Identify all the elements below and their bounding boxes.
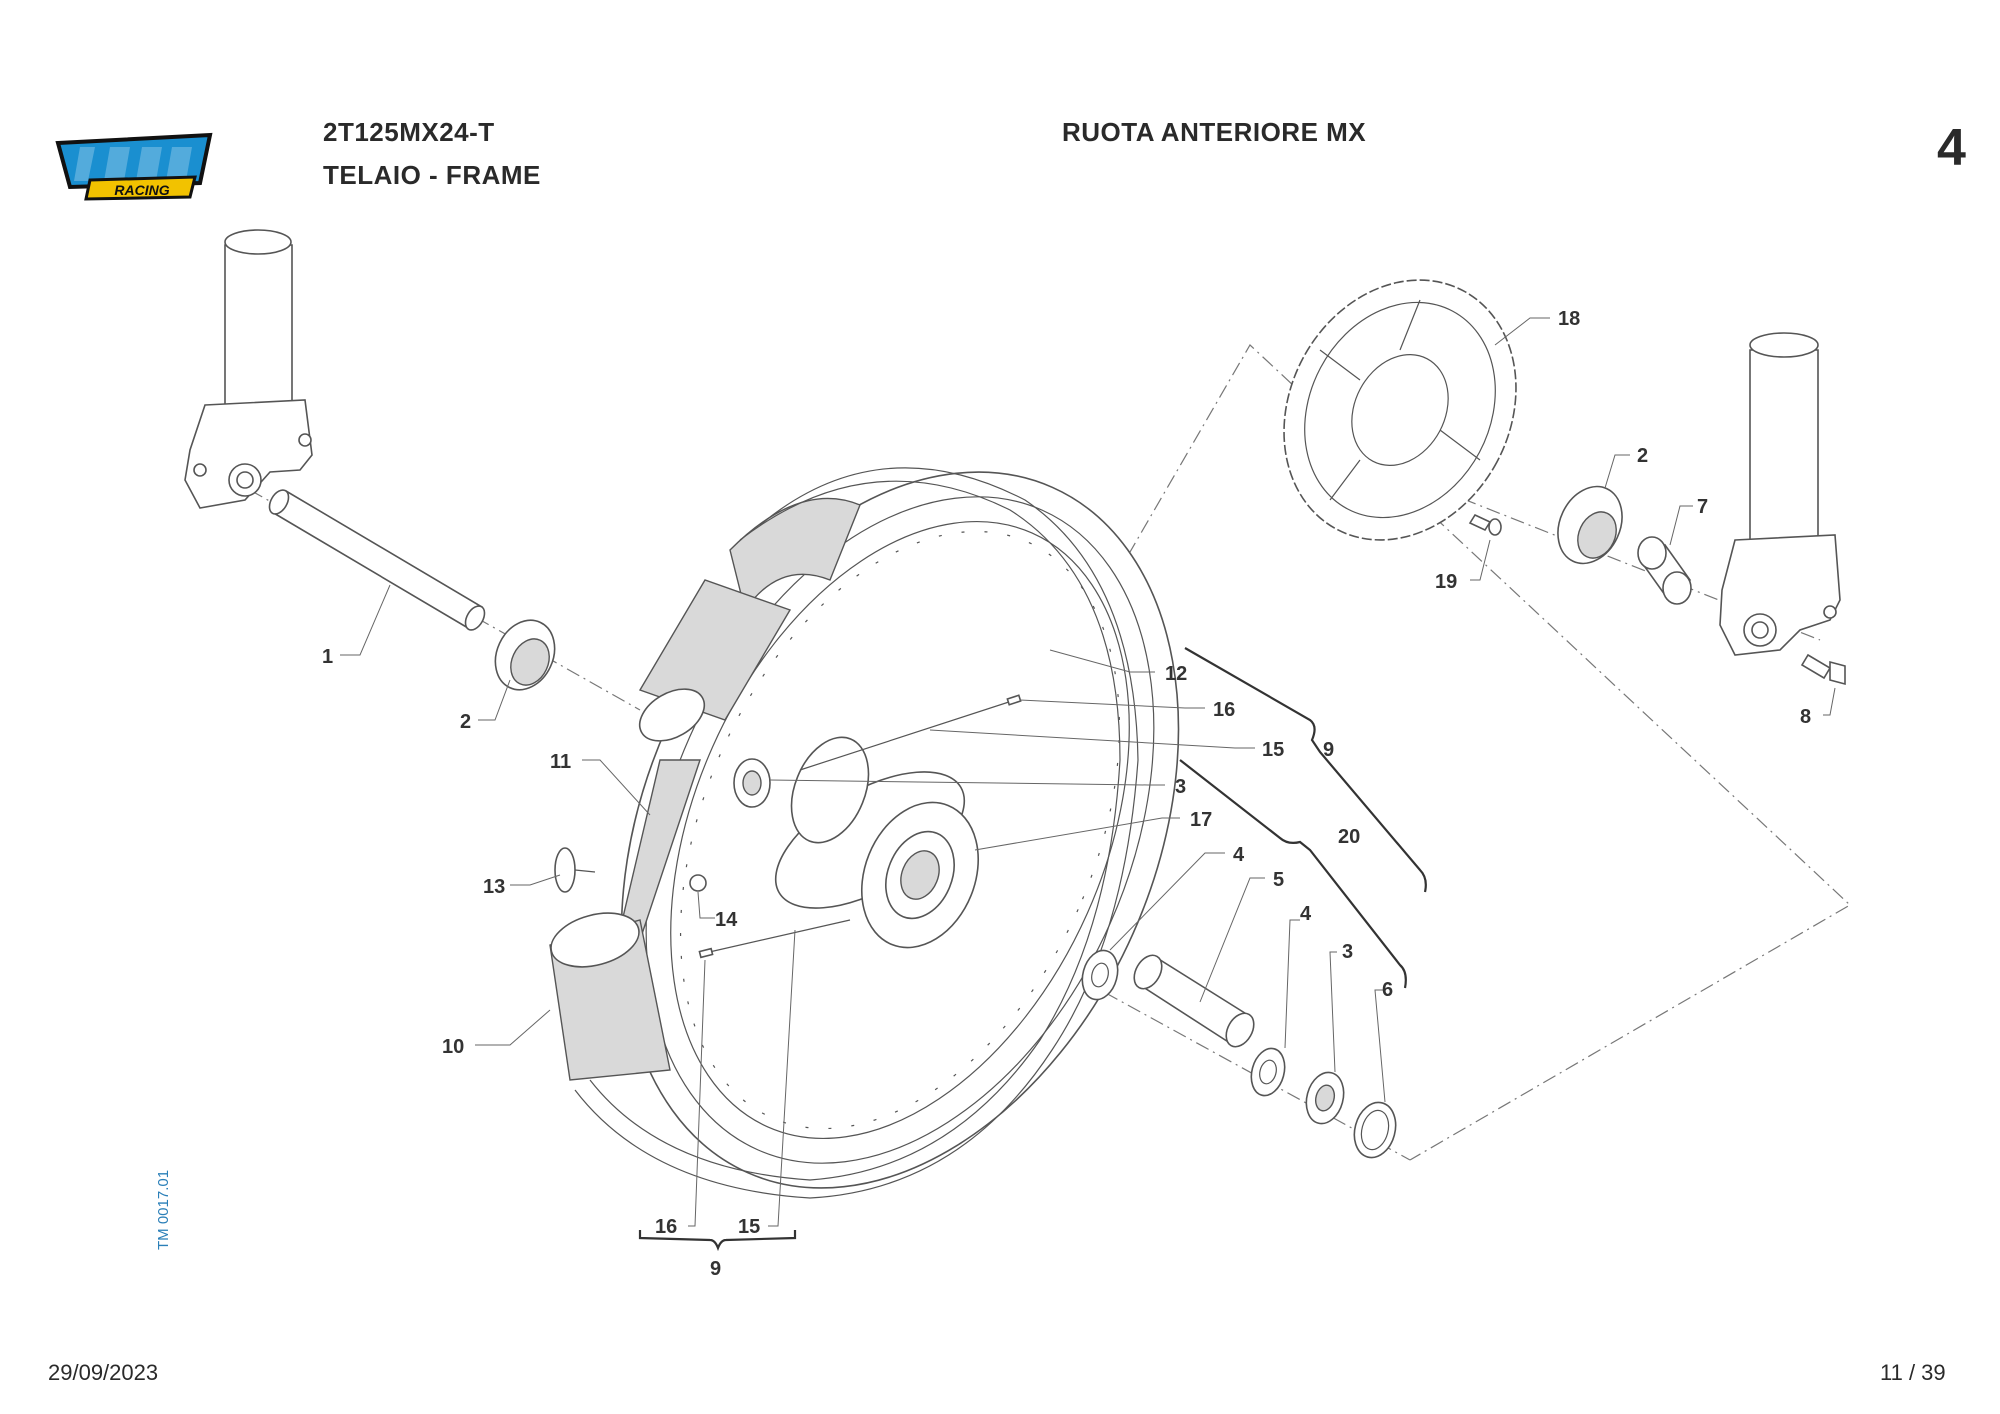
- callout-2-right: 2: [1637, 445, 1648, 467]
- spacer-left: [494, 619, 556, 691]
- callout-3-right: 3: [1342, 941, 1353, 963]
- table-number: 4: [1937, 119, 1967, 177]
- callout-9-lower: 9: [710, 1258, 721, 1280]
- pinch-bolt: [1800, 653, 1846, 686]
- inner-tube-upper: [638, 579, 792, 742]
- inner-tube-lower: [549, 912, 671, 1081]
- spacer-right: [1557, 485, 1623, 565]
- left-fork-leg: [184, 229, 313, 509]
- callout-14: 14: [715, 909, 738, 931]
- section-name: TELAIO - FRAME: [323, 160, 541, 190]
- model-code: 2T125MX24-T: [323, 117, 495, 147]
- spoke-nipple-upper: [799, 694, 1022, 771]
- spoke-nipple-lower: [698, 919, 851, 959]
- circlip: [1353, 1101, 1397, 1159]
- valve-nut: [689, 874, 707, 892]
- spacer-tube-5: [1133, 954, 1255, 1048]
- bush-7: [1637, 536, 1692, 605]
- callout-15-lower: 15: [738, 1216, 760, 1238]
- washer-4-right: [1250, 1047, 1286, 1097]
- callout-16-lower: 16: [655, 1216, 677, 1238]
- tm-racing-logo: RACING: [55, 132, 213, 201]
- callout-20: 20: [1338, 826, 1360, 848]
- callout-4-left: 4: [1233, 844, 1245, 866]
- callout-5: 5: [1273, 869, 1284, 891]
- callout-8: 8: [1800, 706, 1811, 728]
- disc-bolt: [1468, 513, 1502, 536]
- tyre-tread: [574, 467, 1139, 1199]
- callout-12: 12: [1165, 663, 1187, 685]
- callout-16-upper: 16: [1213, 699, 1235, 721]
- footer-date: 29/09/2023: [48, 1360, 159, 1385]
- logo-subtext: RACING: [114, 182, 169, 198]
- bearing-right: [1305, 1071, 1345, 1125]
- page-title: RUOTA ANTERIORE MX: [1062, 117, 1367, 147]
- callout-4-right: 4: [1300, 903, 1312, 925]
- callout-labels: 1 2 11 13 14 10 12 16 15 9 3 17 4 20 5 4…: [322, 308, 1811, 1280]
- callout-19: 19: [1435, 571, 1457, 593]
- washer-4: [1081, 949, 1119, 1001]
- brake-disc: [1283, 279, 1517, 541]
- callout-17: 17: [1190, 809, 1212, 831]
- callout-11: 11: [550, 751, 571, 773]
- leader-lines: [340, 317, 1836, 1227]
- valve: [554, 847, 596, 893]
- wheel-hub: [774, 736, 980, 949]
- page-counter: 11 / 39: [1880, 1360, 1946, 1385]
- callout-1: 1: [322, 646, 333, 668]
- callout-9-upper: 9: [1323, 739, 1334, 761]
- assembly-guide-lines: [249, 344, 1852, 1161]
- bearing-left: [733, 758, 771, 808]
- callout-3-left: 3: [1175, 776, 1186, 798]
- callout-18: 18: [1558, 308, 1580, 330]
- callout-10: 10: [442, 1036, 464, 1058]
- callout-15-upper: 15: [1262, 739, 1284, 761]
- callout-2-left: 2: [460, 711, 471, 733]
- group-braces: [638, 647, 1427, 1252]
- callout-7: 7: [1697, 496, 1708, 518]
- callout-13: 13: [483, 876, 505, 898]
- right-fork-leg: [1719, 332, 1841, 656]
- front-axle: [268, 489, 486, 631]
- callout-6: 6: [1382, 979, 1393, 1001]
